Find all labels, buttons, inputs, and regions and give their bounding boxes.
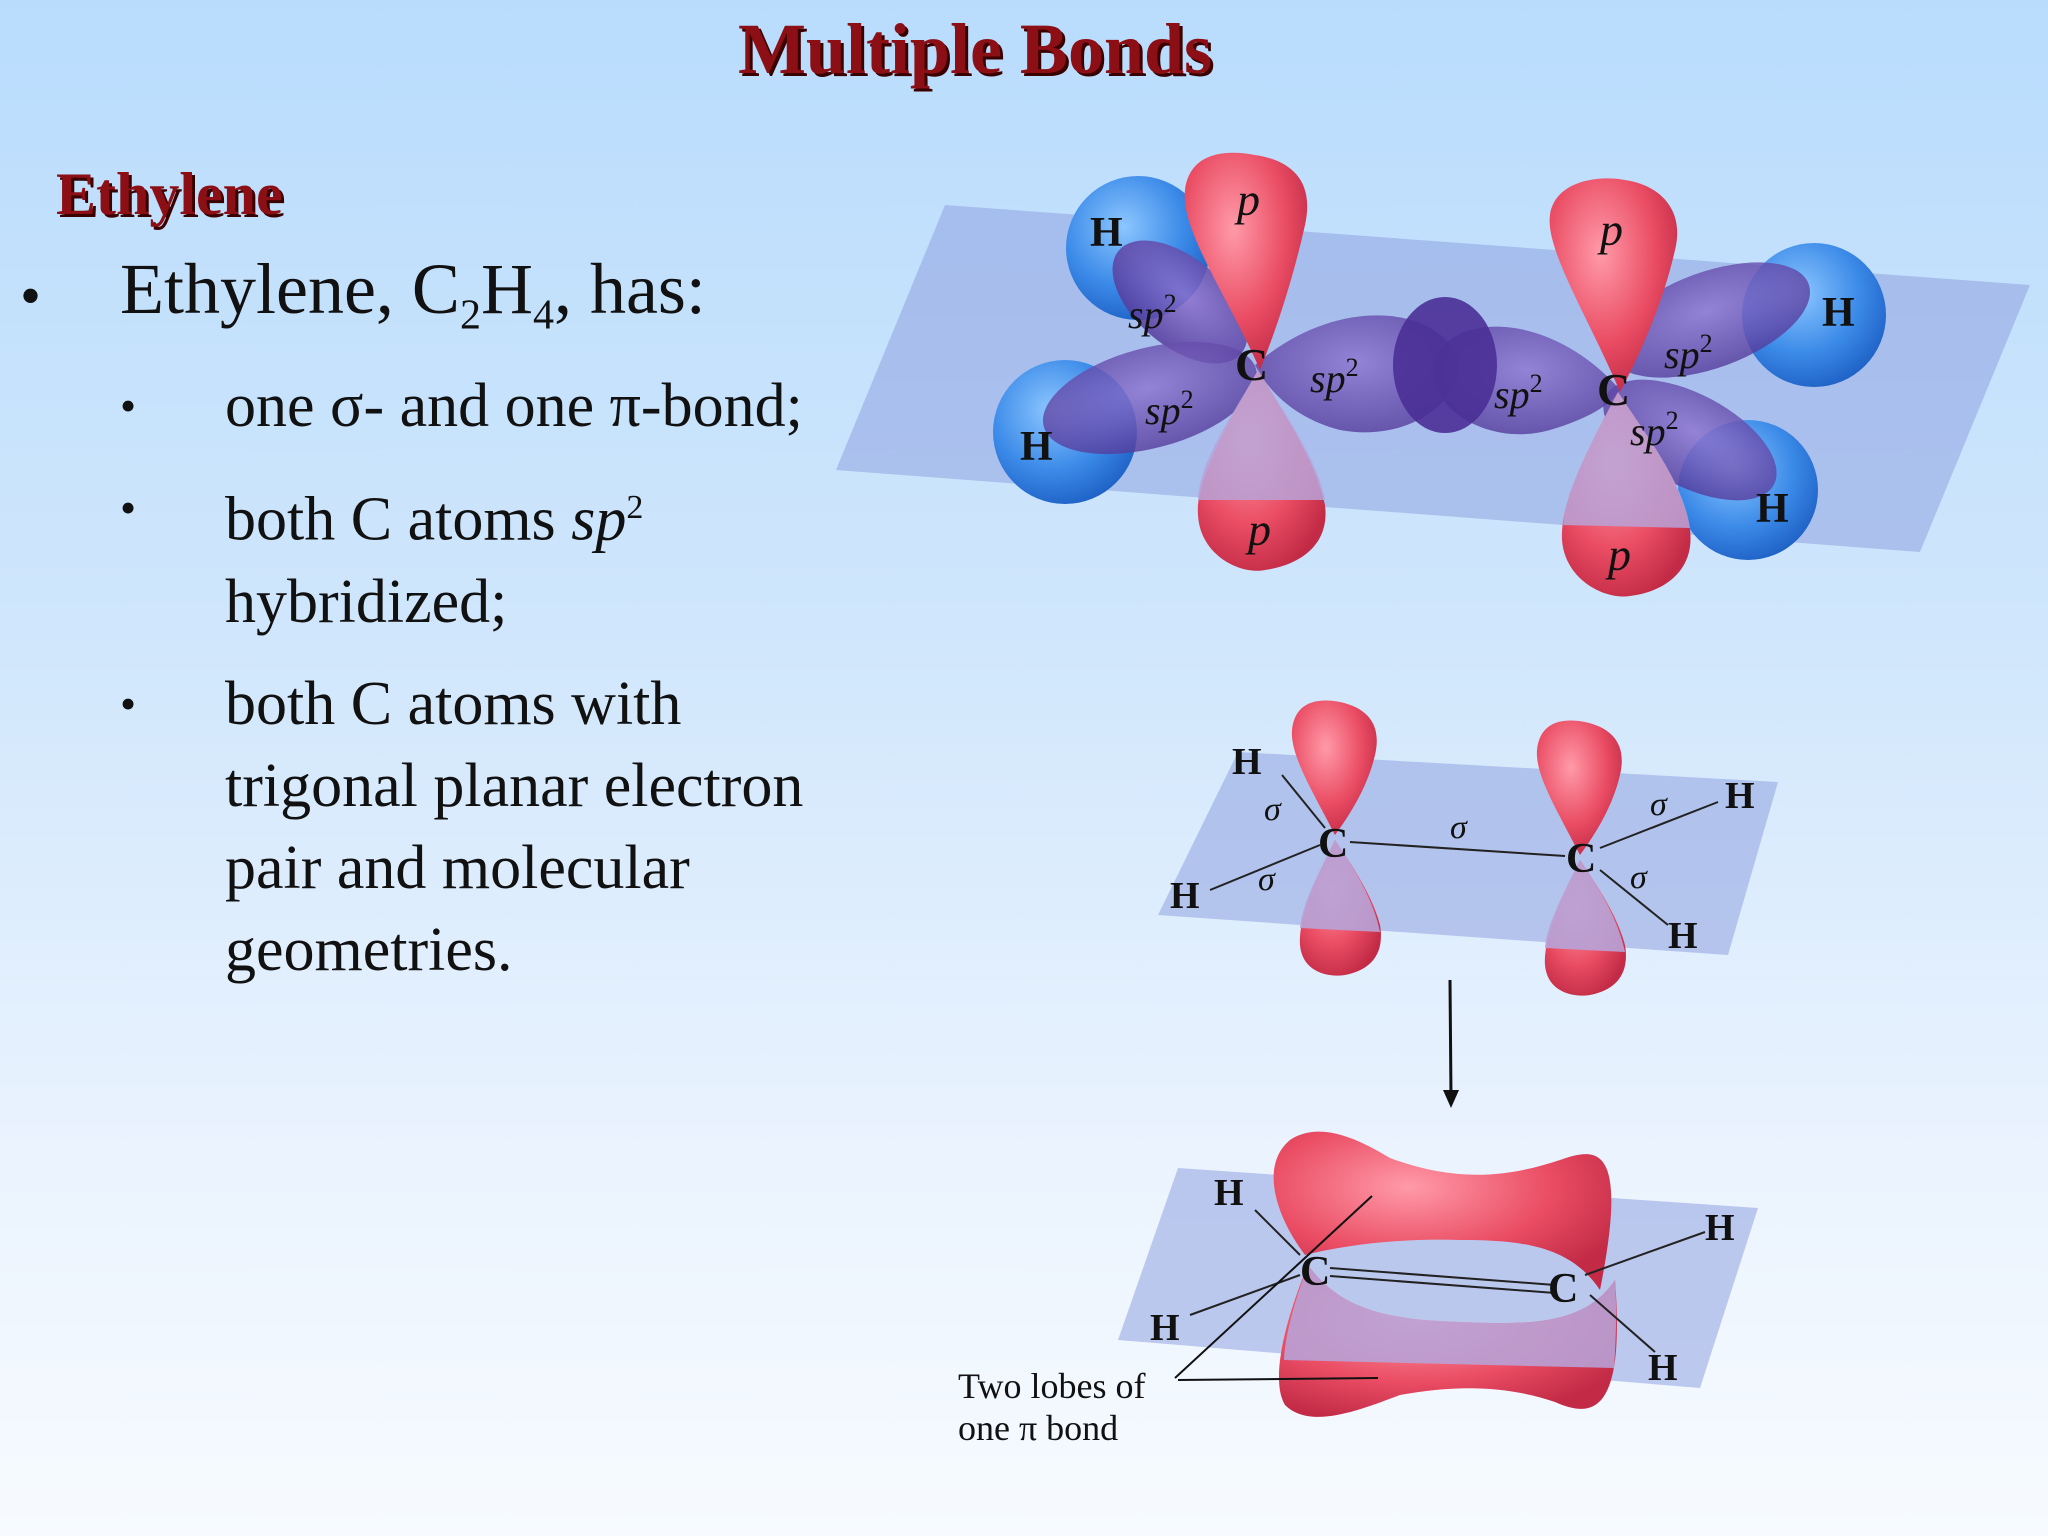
sigma-label: σ <box>1630 859 1648 896</box>
bullet-text-italic: sp <box>571 485 627 554</box>
bullet-dot: • <box>20 262 42 329</box>
sigma-bond-lines <box>1209 774 1719 926</box>
formula-subscript: 4 <box>532 292 554 339</box>
pi-caption-line1: Two lobes of <box>958 1366 1145 1406</box>
atom-label-c: C <box>1566 836 1596 882</box>
p-orbital-below-plane <box>1563 392 1690 528</box>
sub-bullet-bonds: •one σ- and one π-bond; <box>120 372 803 440</box>
sp2-label: sp2 <box>1310 353 1359 401</box>
sigma-label: σ <box>1258 861 1276 898</box>
slide-title: Multiple Bonds <box>737 9 1213 89</box>
pi-lobe-upper <box>1273 1131 1612 1290</box>
sp2-lobe <box>1042 341 1258 455</box>
formula-text: Ethylene, C <box>120 249 460 329</box>
atom-label-h: H <box>1020 424 1053 470</box>
p-label: p <box>1605 529 1631 580</box>
sp2-overlap <box>1393 297 1497 433</box>
bond-lines <box>1189 1209 1706 1353</box>
pi-lobe-below-plane <box>1284 1265 1617 1368</box>
pi-caption-line2: one π bond <box>958 1408 1118 1448</box>
sigma-label: σ <box>1450 809 1468 846</box>
atom-label-h: H <box>1725 775 1755 817</box>
section-title: Ethylene <box>56 161 283 227</box>
p-orbital-upper <box>1549 178 1678 392</box>
atom-label-h: H <box>1668 915 1698 957</box>
sigma-label: σ <box>1650 786 1668 823</box>
bullet-text: both C atoms <box>225 485 572 554</box>
caption-leader-lines <box>1174 1195 1379 1381</box>
sigma-label: σ <box>1264 791 1282 828</box>
atom-label-h: H <box>1232 741 1262 783</box>
atom-label-h: H <box>1090 210 1123 256</box>
atom-label-h: H <box>1214 1172 1244 1214</box>
main-bullet: • Ethylene, C2H4, has: <box>20 248 706 339</box>
sp2-label: sp2 <box>1630 406 1679 454</box>
atom-label-c: C <box>1548 1266 1578 1312</box>
atom-label-h: H <box>1822 290 1855 336</box>
arrow-down <box>1443 979 1459 1108</box>
p-label: p <box>1234 174 1260 225</box>
bullet-text: both C atoms with trigonal planar electr… <box>225 669 804 984</box>
atom-label-c: C <box>1300 1249 1330 1295</box>
bullet-superscript: 2 <box>626 489 644 526</box>
sigma-framework-diagram: H H H H C C σ σ σ σ σ <box>1158 700 1778 996</box>
p-orbital-below-plane <box>1300 840 1380 932</box>
atom-label-h: H <box>1170 875 1200 917</box>
atom-label-h: H <box>1648 1347 1678 1389</box>
sp2-label: sp2 <box>1494 369 1543 417</box>
p-orbital-upper <box>1536 720 1622 855</box>
atom-label-c: C <box>1235 339 1268 390</box>
atom-label-c: C <box>1318 821 1348 867</box>
p-label: p <box>1245 504 1271 555</box>
formula-text: H <box>480 249 533 329</box>
formula-text: , has: <box>553 249 706 329</box>
pi-bond-diagram: H H H H C C Two lobes of one π bond <box>958 1131 1758 1448</box>
sp2-label: sp2 <box>1664 329 1713 377</box>
sp2-lobe <box>1112 240 1248 364</box>
p-orbital-below-plane <box>1545 860 1625 952</box>
sp2-label: sp2 <box>1128 289 1177 337</box>
bullet-text: one σ- and one π-bond; <box>225 372 803 440</box>
sp2-orbital-diagram: H H H H C C p p p p sp2 sp2 sp2 sp2 sp2 … <box>836 152 2030 597</box>
atom-label-h: H <box>1756 486 1789 532</box>
bullet-text: hybridized; <box>225 567 508 636</box>
sub-bullet-list: •one σ- and one π-bond; •both C atoms sp… <box>120 365 880 1011</box>
sub-bullet-geometry: •both C atoms with trigonal planar elect… <box>120 669 804 984</box>
atom-label-h: H <box>1150 1307 1180 1349</box>
atom-label-h: H <box>1705 1207 1735 1249</box>
atom-label-c: C <box>1597 364 1630 415</box>
p-label: p <box>1597 204 1623 255</box>
p-orbital-upper <box>1184 152 1308 370</box>
sp2-lobe <box>1603 379 1777 501</box>
sp2-label: sp2 <box>1145 385 1194 433</box>
formula-subscript: 2 <box>459 292 481 339</box>
sub-bullet-hybridization: •both C atoms sp2 hybridized; <box>120 482 644 636</box>
p-orbital-upper <box>1291 700 1377 835</box>
p-orbital-below-plane <box>1198 370 1325 500</box>
